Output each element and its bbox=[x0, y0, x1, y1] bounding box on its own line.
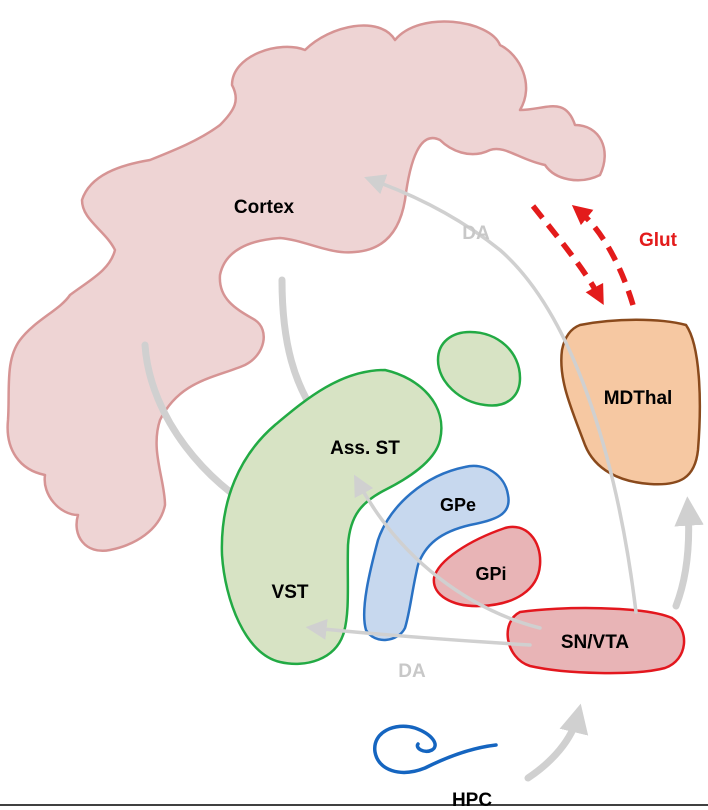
sn-to-ass-st-da-arrow bbox=[354, 474, 542, 630]
da-label-top: DA bbox=[462, 223, 490, 244]
small-green-nucleus bbox=[436, 330, 522, 407]
sn-vta-region bbox=[506, 606, 686, 675]
glut-label: Glut bbox=[639, 230, 678, 251]
cortex-to-mdthal-glut-arrow bbox=[530, 204, 604, 305]
vst-label: VST bbox=[272, 582, 309, 603]
hpc-label: HPC bbox=[452, 790, 492, 810]
sn-to-cortex-da-arrow bbox=[364, 174, 638, 614]
ass-st-label: Ass. ST bbox=[330, 438, 400, 459]
cortex-region bbox=[6, 20, 606, 553]
mdthal-to-cortex-glut-arrow bbox=[571, 204, 636, 306]
da-label-bottom: DA bbox=[398, 661, 426, 682]
sn-vta-label: SN/VTA bbox=[561, 632, 630, 653]
cortex-label: Cortex bbox=[234, 197, 295, 218]
mdthal-label: MDThal bbox=[604, 388, 673, 409]
gpi-label: GPi bbox=[475, 564, 506, 584]
mdthal-region bbox=[560, 318, 702, 486]
hpc-squiggle bbox=[373, 724, 498, 775]
gpe-label: GPe bbox=[440, 495, 476, 515]
striatum-region bbox=[220, 368, 443, 666]
gpe-region bbox=[362, 464, 510, 642]
sn-to-vst-da-arrow bbox=[305, 618, 532, 647]
hpc-to-sn-arrow bbox=[524, 703, 589, 782]
sn-to-mdthal-arrow bbox=[672, 496, 704, 610]
